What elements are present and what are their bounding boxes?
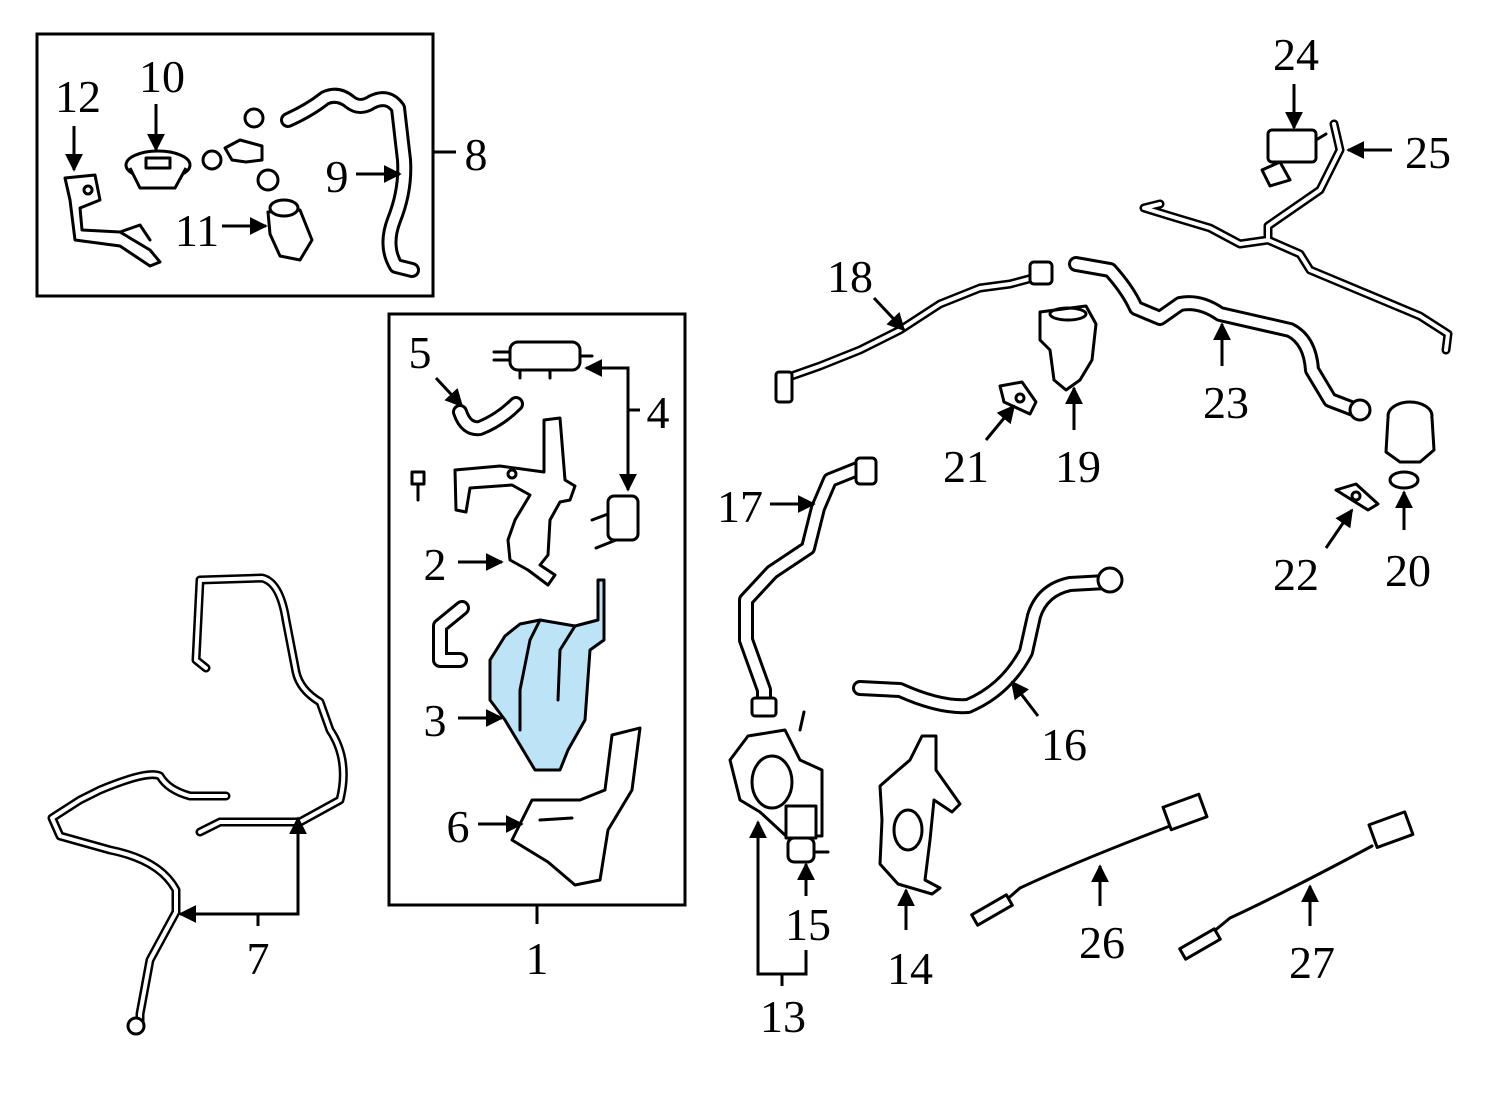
hose-small <box>432 600 470 668</box>
clamps-and-fittings <box>201 107 280 192</box>
sensor-10 <box>124 149 192 190</box>
fitting-15 <box>786 836 830 864</box>
reservoir-3 <box>488 578 606 772</box>
pipe-25 <box>1139 119 1453 355</box>
valve-4-bottom <box>590 494 640 550</box>
callout-18: 18 <box>827 251 873 302</box>
sensor-26 <box>970 792 1209 927</box>
callout-10: 10 <box>139 51 185 102</box>
hose-23 <box>1068 256 1372 422</box>
hose-9 <box>280 87 420 278</box>
callout-13: 13 <box>760 991 806 1042</box>
valve-19 <box>1038 304 1098 392</box>
callout-4: 4 <box>647 387 670 438</box>
callout-2: 2 <box>424 539 447 590</box>
callout-11: 11 <box>175 205 219 256</box>
callout-12: 12 <box>55 71 101 122</box>
callout-20: 20 <box>1385 545 1431 596</box>
valve-24 <box>1260 128 1328 188</box>
hose-5 <box>452 396 524 437</box>
sensor-27 <box>1178 810 1415 961</box>
callout-23: 23 <box>1203 377 1249 428</box>
callout-22: 22 <box>1273 549 1319 600</box>
callout-25: 25 <box>1405 127 1451 178</box>
pipe-7 <box>47 573 348 1036</box>
pipe-18 <box>774 260 1054 404</box>
gasket-22 <box>1334 482 1380 512</box>
callout-7: 7 <box>247 933 270 984</box>
leader-lines <box>65 84 1413 986</box>
valve-4-top <box>492 340 594 380</box>
bracket-2 <box>453 416 577 587</box>
pump-13 <box>728 710 824 840</box>
callout-27: 27 <box>1289 937 1335 988</box>
callout-15: 15 <box>785 899 831 950</box>
callout-1: 1 <box>526 933 549 984</box>
hose-16 <box>852 566 1124 715</box>
callout-8: 8 <box>465 129 488 180</box>
callout-14: 14 <box>887 943 933 994</box>
callout-26: 26 <box>1079 917 1125 968</box>
bolt <box>410 470 426 502</box>
bracket-14 <box>878 734 962 896</box>
hose-17 <box>738 456 878 718</box>
callout-19: 19 <box>1055 441 1101 492</box>
callout-6: 6 <box>447 801 470 852</box>
callout-5: 5 <box>409 327 432 378</box>
valve-11 <box>266 198 314 262</box>
group-box-8 <box>35 32 435 298</box>
gasket-21 <box>998 380 1038 416</box>
callout-16: 16 <box>1041 719 1087 770</box>
group-box-1 <box>387 312 687 907</box>
callout-17: 17 <box>717 481 763 532</box>
callout-9: 9 <box>326 151 349 202</box>
valve-20 <box>1384 400 1436 490</box>
callout-21: 21 <box>943 441 989 492</box>
callout-24: 24 <box>1273 29 1319 80</box>
bracket-12 <box>63 173 162 268</box>
callout-3: 3 <box>424 695 447 746</box>
shield-6 <box>510 726 642 887</box>
